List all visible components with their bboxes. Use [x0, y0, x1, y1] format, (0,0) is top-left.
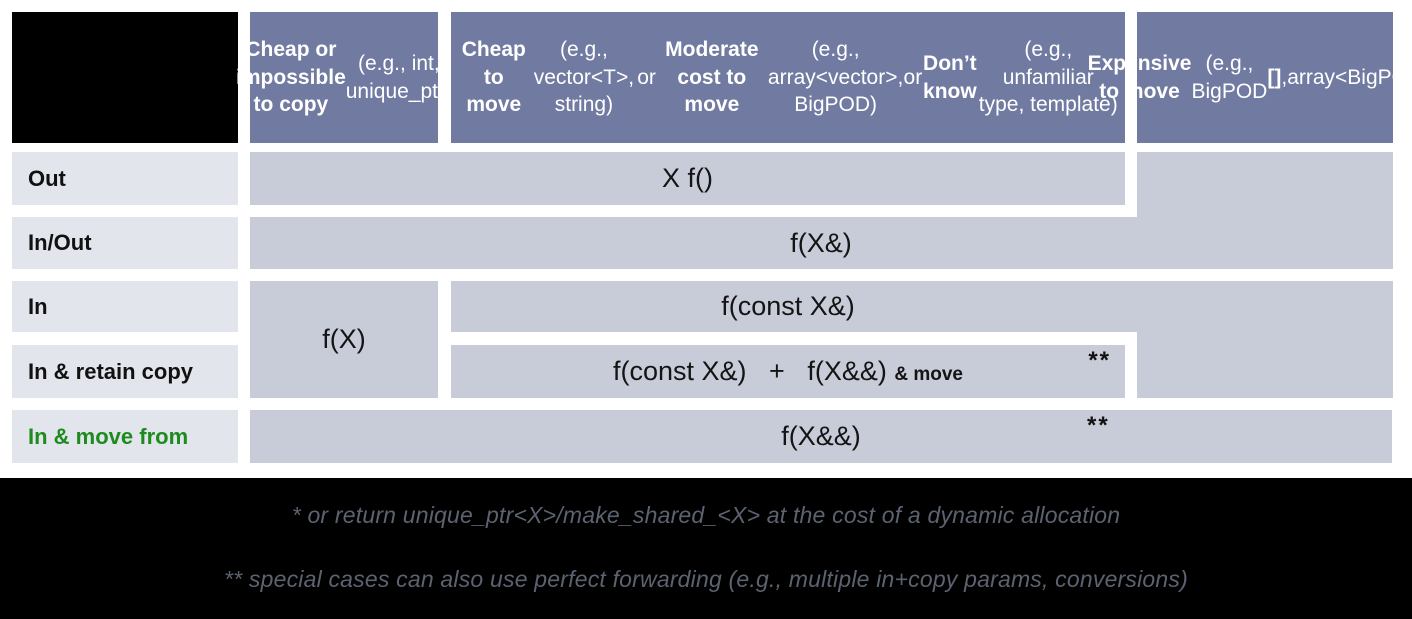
- header-cheap-copy: Cheap or impossible to copy (e.g., int, …: [236, 12, 452, 143]
- cell-in-retain-copy-text: f(const X&) + f(X&&) & move: [613, 356, 963, 386]
- double-asterisk-retain: **: [1088, 347, 1111, 374]
- row-label-in: In: [12, 281, 238, 332]
- header-expensive-move: Expensive to move(e.g., BigPOD[],array<B…: [1088, 12, 1412, 143]
- cell-in-retain-copy: f(const X&) + f(X&&) & move **: [451, 345, 1125, 398]
- header-cheap-move: Cheap to move (e.g., vector<T>, string)o…: [451, 12, 1125, 143]
- cell-out: X f(): [250, 152, 1125, 205]
- corner-block: [12, 12, 238, 143]
- row-label-in-retain-copy: In & retain copy: [12, 345, 238, 398]
- footnotes-panel: * or return unique_ptr<X>/make_shared_<X…: [0, 478, 1412, 619]
- cell-fx: f(X): [250, 281, 438, 398]
- cell-in-text: f(const X&): [721, 291, 855, 321]
- cell-in-out: f(X&): [250, 217, 1392, 269]
- row-label-in-move-from: In & move from: [12, 410, 238, 463]
- row-label-out: Out: [12, 152, 238, 205]
- footnote-perfect-forwarding: ** special cases can also use perfect fo…: [224, 566, 1188, 592]
- cell-in: f(const X&): [451, 281, 1392, 332]
- cell-in-move-from-text: f(X&&): [781, 421, 861, 451]
- footnote-dynamic-allocation: * or return unique_ptr<X>/make_shared_<X…: [291, 502, 1121, 528]
- cell-in-move-from: f(X&&) **: [250, 410, 1392, 463]
- row-label-in-out: In/Out: [12, 217, 238, 269]
- double-asterisk-move: **: [1087, 412, 1110, 439]
